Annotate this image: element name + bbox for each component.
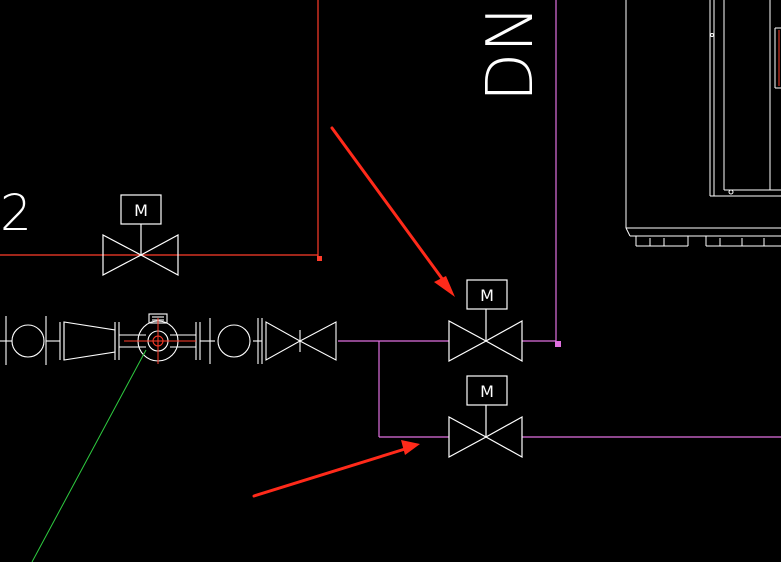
- pipe-size-label: DN3: [474, 0, 548, 102]
- pump-icon[interactable]: [119, 313, 201, 362]
- strainer-icon: [209, 318, 259, 364]
- arrow-icon: [252, 440, 420, 498]
- valve-body-right: [484, 415, 523, 459]
- lower-right-motor-valve[interactable]: [448, 375, 523, 459]
- valve-actuator-label: M: [134, 201, 148, 220]
- reducer-icon: [59, 321, 120, 361]
- green-leader-line: [31, 349, 147, 562]
- valve-actuator-box: [466, 375, 508, 406]
- pipe-fitting-icon: [11, 324, 45, 358]
- upper-right-motor-valve[interactable]: [448, 279, 523, 363]
- valve-actuator-label: M: [480, 286, 494, 305]
- valve-body-left: [448, 415, 488, 459]
- valve-actuator-label: M: [480, 382, 494, 401]
- upper-left-motor-valve[interactable]: [102, 194, 179, 277]
- gate-valve-icon[interactable]: [261, 318, 337, 364]
- valve-body-right: [139, 233, 179, 277]
- ref-number: 2: [0, 184, 32, 242]
- equipment-unit: [625, 0, 781, 247]
- valve-body-left: [102, 234, 143, 276]
- valve-body-left: [448, 319, 488, 363]
- magenta-pipe-run: [338, 0, 781, 438]
- arrow-icon: [330, 126, 455, 297]
- red-pipe-run: [0, 0, 322, 261]
- valve-actuator-box: [466, 279, 508, 310]
- valve-body-right: [484, 319, 523, 363]
- pump-centerline: [124, 318, 196, 364]
